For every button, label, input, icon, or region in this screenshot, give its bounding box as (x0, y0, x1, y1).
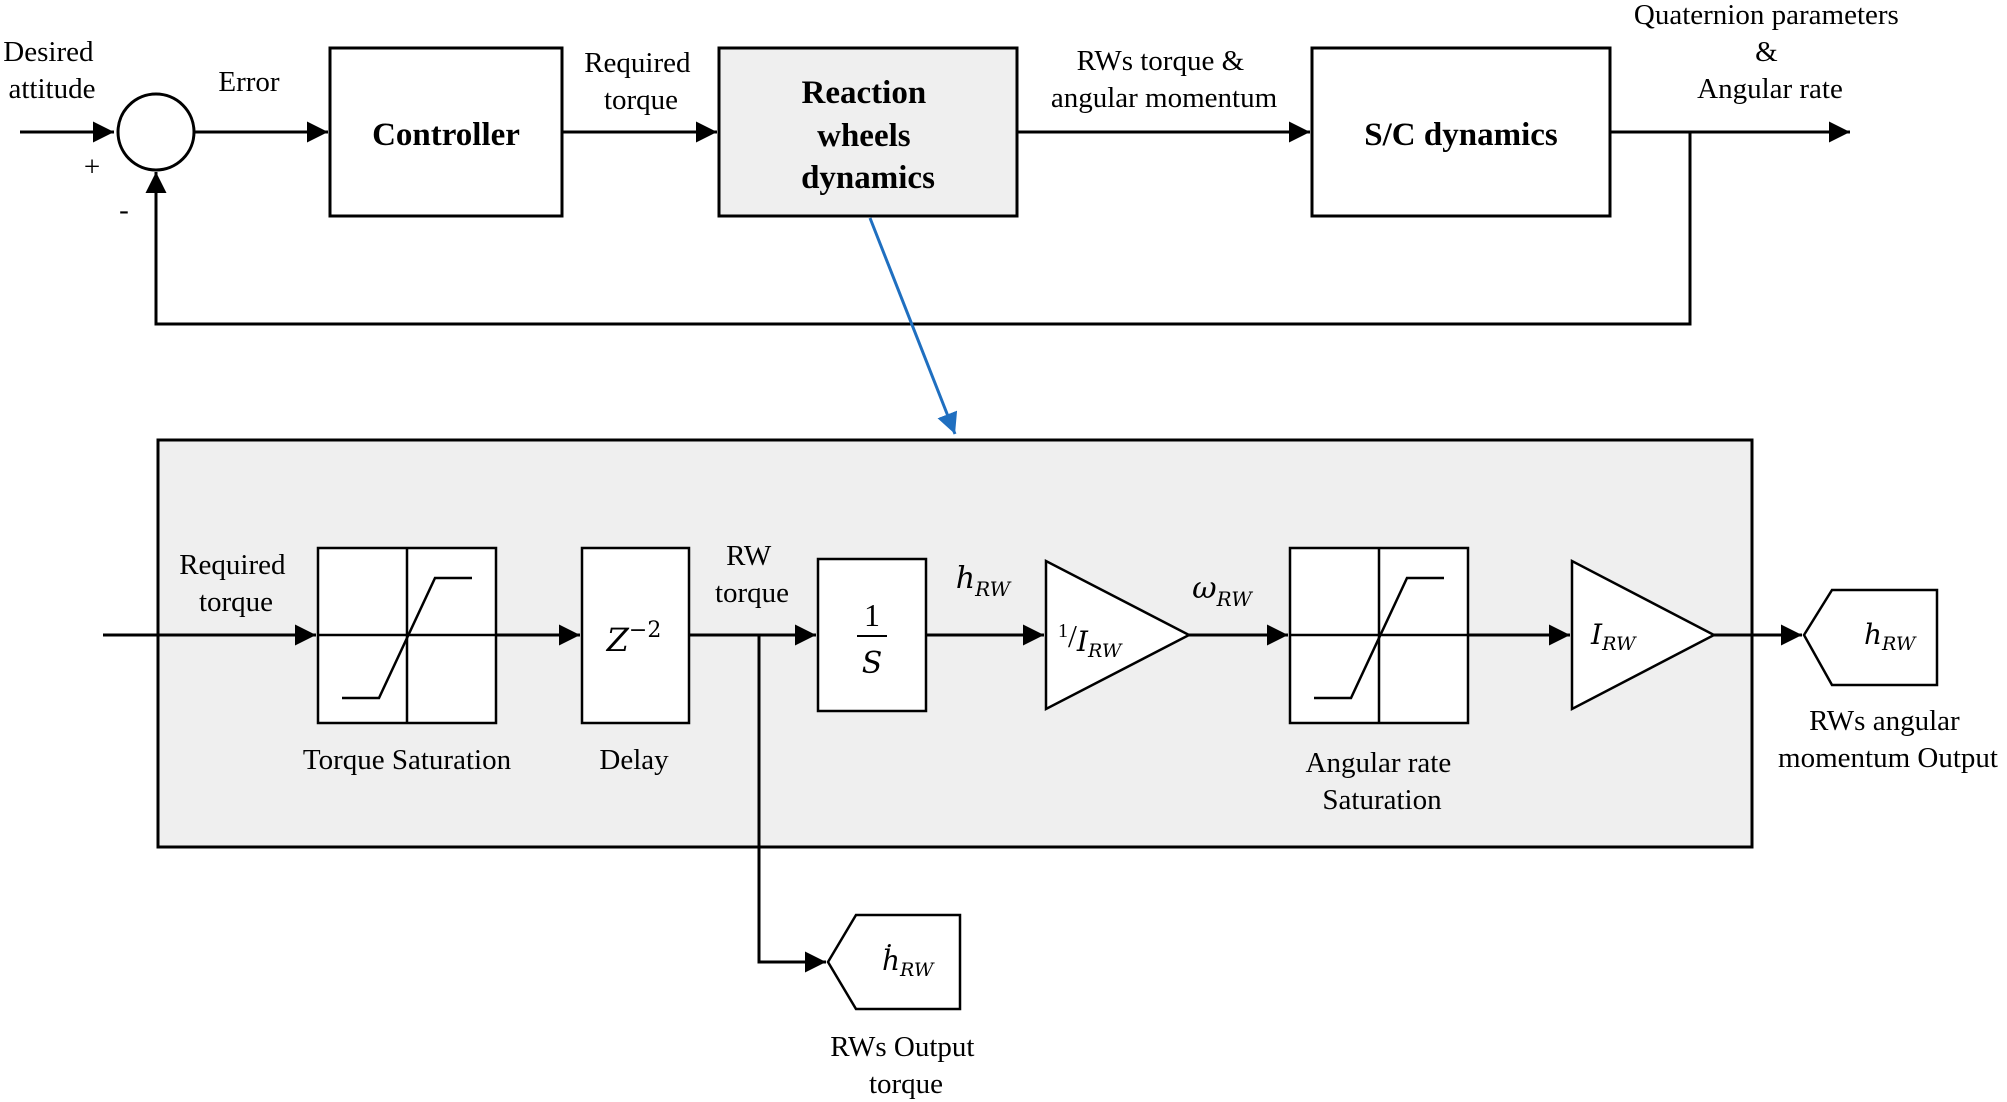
angular-rate-saturation-label: Angular rate Saturation (1306, 747, 1459, 816)
desired-attitude-label: Desired attitude (3, 36, 100, 105)
minus-sign: - (119, 194, 129, 226)
omega-rw-label: ωRW (1192, 571, 1253, 611)
inverse-inertia-label: 1/IRW (1058, 618, 1123, 662)
momentum-output-port-label: hRW (1864, 618, 1917, 655)
integrator-denominator: S (862, 646, 883, 681)
sc-dynamics-label: S/C dynamics (1364, 117, 1558, 153)
feedback-path (145, 132, 1692, 326)
controller-label: Controller (372, 117, 520, 153)
summing-junction (116, 92, 196, 172)
rw-torque-momentum-label: RWs torque & angular momentum (1051, 45, 1278, 114)
torque-output-port (826, 913, 962, 1011)
angular-rate-saturation-block (1288, 546, 1470, 725)
torque-output-label: RWs Output torque (830, 1031, 981, 1100)
error-label: Error (218, 66, 280, 98)
inertia-label: IRW (1590, 618, 1637, 655)
controller-block (328, 46, 564, 218)
reaction-wheels-label: Reaction wheels dynamics (801, 75, 935, 196)
torque-output-port-label: ḣRW (882, 944, 935, 981)
rw-torque-label: RW torque (715, 540, 789, 609)
detail-wires (103, 624, 1802, 973)
reaction-wheels-block (717, 46, 1019, 218)
detail-arrow (868, 217, 958, 435)
torque-output-wire (757, 635, 826, 973)
sc-dynamics-block (1310, 46, 1612, 218)
inertia-gain (1570, 558, 1717, 712)
output-label: Quaternion parameters & Angular rate (1634, 0, 1906, 105)
h-rw-label: hRW (956, 561, 1012, 601)
delay-block (580, 546, 691, 725)
momentum-output-label: RWs angular momentum Output (1778, 705, 1998, 774)
detail-required-torque-label: Required torque (179, 549, 293, 618)
delay-label: Delay (599, 744, 669, 776)
momentum-output-port (1802, 588, 1939, 687)
inverse-inertia-gain (1044, 558, 1192, 712)
top-loop (20, 46, 1850, 326)
plus-sign: + (84, 151, 100, 183)
torque-saturation-label: Torque Saturation (303, 744, 512, 776)
torque-saturation-block (316, 546, 498, 725)
delay-symbol: Z−2 (606, 618, 662, 659)
required-torque-label: Required torque (584, 47, 698, 116)
integrator-numerator: 1 (864, 597, 880, 633)
